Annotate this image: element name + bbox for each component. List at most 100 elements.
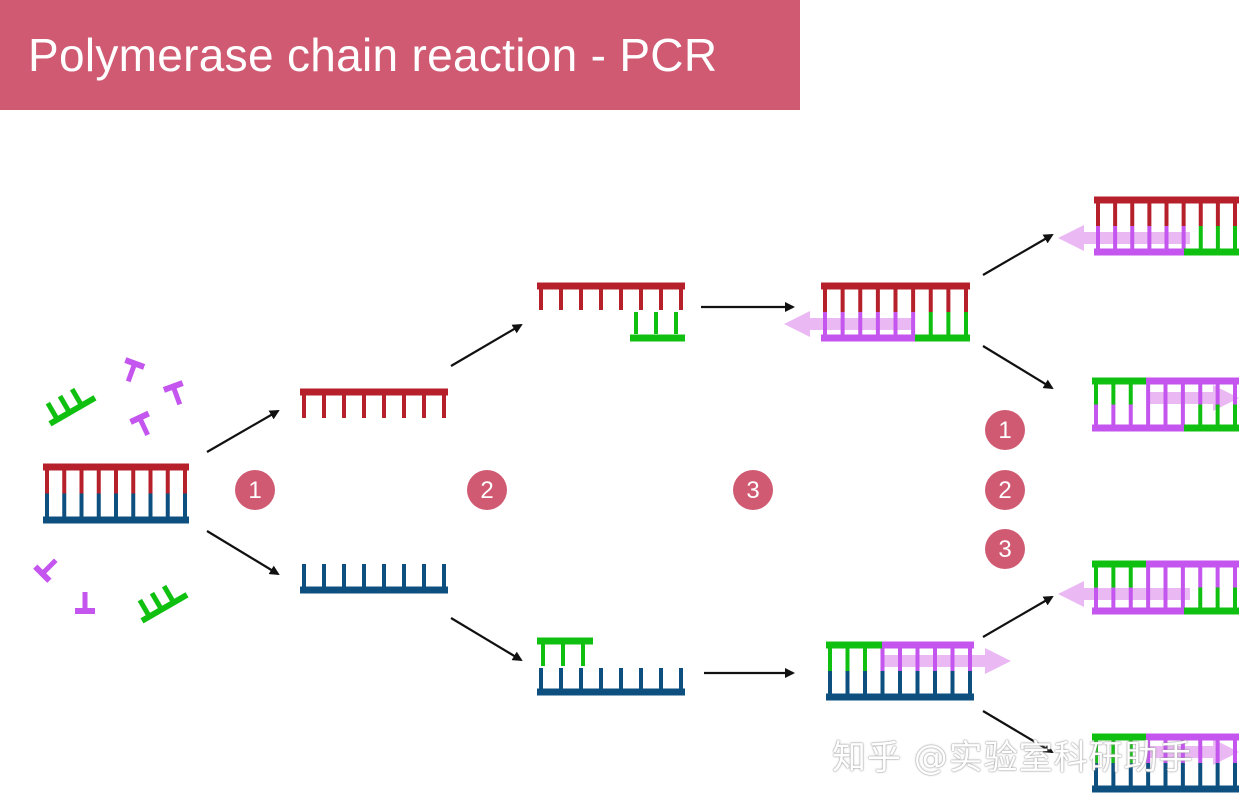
free-primer-bar bbox=[48, 395, 97, 427]
denatured-strand-top-tooth bbox=[442, 392, 446, 418]
product-dna-4-rung bbox=[1163, 763, 1168, 789]
free-primer-tooth bbox=[69, 387, 83, 406]
denatured-strand-bottom-tooth bbox=[302, 564, 306, 590]
extended-dna-top-rung bbox=[875, 286, 880, 312]
free-primer bbox=[75, 592, 95, 614]
product-dna-2-rung bbox=[1146, 381, 1151, 405]
extended-dna-top-rung bbox=[911, 286, 916, 312]
extended-dna-bottom-rung bbox=[933, 645, 937, 671]
free-primer-bar bbox=[140, 592, 189, 624]
free-primer bbox=[124, 357, 146, 383]
product-dna-3-rung bbox=[1180, 564, 1185, 588]
extended-dna-bottom-rung bbox=[863, 671, 867, 697]
annealed-strand-top-backbone bbox=[537, 282, 685, 290]
denatured-strand-top-tooth bbox=[342, 392, 346, 418]
product-dna-2-bottom-backbone bbox=[1092, 424, 1184, 432]
product-dna-1-rung bbox=[1198, 200, 1203, 226]
product-dna-4-top-backbone bbox=[1092, 733, 1146, 741]
denatured-strand-top-tooth bbox=[302, 392, 306, 418]
product-dna-4-rung bbox=[1128, 763, 1133, 789]
cycle-badge-2-circle bbox=[985, 470, 1025, 510]
free-primer-bar bbox=[162, 380, 184, 393]
product-dna-3-rung bbox=[1215, 587, 1220, 611]
extended-dna-bottom-rung bbox=[968, 671, 972, 697]
product-dna-3-rung bbox=[1215, 564, 1220, 588]
template-dna-top-backbone bbox=[43, 463, 189, 471]
product-dna-3-rung bbox=[1198, 564, 1203, 588]
product-dna-1-rung bbox=[1096, 226, 1100, 252]
extended-dna-bottom-bottom-backbone bbox=[826, 693, 974, 701]
annealed-strand-bottom-tooth bbox=[559, 668, 563, 692]
free-primer-tooth bbox=[161, 584, 175, 603]
template-dna-rung bbox=[148, 493, 153, 520]
extended-dna-top-rung bbox=[858, 286, 863, 312]
title-banner: Polymerase chain reaction - PCR bbox=[0, 0, 800, 110]
product-dna-2-rung bbox=[1128, 404, 1133, 428]
annealed-strand-bottom bbox=[537, 668, 685, 696]
template-dna-rung bbox=[114, 493, 118, 520]
reaction-arrow bbox=[982, 595, 1054, 638]
extended-dna-bottom-rung bbox=[950, 645, 955, 671]
product-dna-1-rung bbox=[1147, 226, 1152, 252]
product-dna-1-rung bbox=[1164, 226, 1169, 252]
product-dna-4-rung bbox=[1146, 763, 1151, 789]
product-dna-3-rung bbox=[1163, 564, 1168, 588]
extended-dna-bottom-rung bbox=[863, 645, 867, 671]
free-primer bbox=[45, 387, 97, 427]
free-primer bbox=[137, 584, 189, 624]
extended-dna-top-rung bbox=[964, 286, 968, 312]
product-dna-4-rung bbox=[1215, 737, 1220, 763]
free-primer-bar bbox=[129, 410, 150, 425]
extended-dna-top-rung bbox=[823, 286, 827, 312]
reaction-arrow bbox=[450, 323, 523, 367]
free-primer bbox=[162, 380, 184, 406]
page-title: Polymerase chain reaction - PCR bbox=[28, 29, 718, 81]
extended-dna-top-rung bbox=[858, 312, 863, 338]
annealed-strand-top-tooth bbox=[579, 286, 583, 310]
denatured-strand-bottom-tooth bbox=[362, 564, 366, 590]
annealed-strand-bottom-tooth bbox=[599, 668, 603, 692]
product-dna-2-rung bbox=[1111, 381, 1116, 405]
template-dna-bottom-backbone bbox=[43, 516, 189, 524]
template-dna-rung bbox=[62, 467, 67, 494]
extended-dna-top-rung bbox=[928, 286, 933, 312]
template-dna-rung bbox=[79, 493, 84, 520]
extended-dna-bottom-rung bbox=[968, 645, 972, 671]
free-primer-stem bbox=[171, 387, 183, 406]
free-primer bbox=[129, 410, 150, 437]
denatured-strand-top bbox=[300, 388, 448, 418]
reaction-arrow bbox=[206, 530, 280, 576]
template-dna-rung bbox=[45, 467, 49, 494]
annealed-primer-bottom-rung bbox=[541, 644, 545, 666]
denatured-strand-bottom-tooth bbox=[322, 564, 326, 590]
product-dna-2-rung bbox=[1094, 381, 1098, 405]
product-dna-1-rung bbox=[1181, 200, 1186, 226]
product-dna-1-rung bbox=[1181, 226, 1186, 252]
product-dna-3-rung bbox=[1094, 564, 1098, 588]
annealed-primer-top-rung bbox=[654, 312, 658, 334]
product-dna-2-rung bbox=[1198, 404, 1203, 428]
free-primer-bar bbox=[75, 608, 95, 614]
product-dna-3-rung bbox=[1111, 587, 1116, 611]
product-dna-1-rung bbox=[1233, 226, 1237, 252]
annealed-primer-bottom-rung bbox=[581, 644, 585, 666]
annealed-strand-top-tooth bbox=[619, 286, 623, 310]
product-dna-3-rung bbox=[1146, 564, 1151, 588]
product-dna-4-bottom-backbone bbox=[1092, 785, 1239, 793]
denatured-strand-bottom-backbone bbox=[300, 586, 448, 594]
product-dna-1-rung bbox=[1215, 200, 1220, 226]
product-dna-1-rung bbox=[1164, 200, 1169, 226]
annealed-strand-bottom-tooth bbox=[539, 668, 543, 692]
extended-dna-top-bottom-backbone bbox=[821, 334, 915, 342]
annealed-primer-bottom bbox=[537, 637, 593, 645]
product-dna-2 bbox=[1092, 377, 1239, 432]
annealed-strand-bottom-tooth bbox=[579, 668, 583, 692]
product-dna-4-top-backbone bbox=[1146, 733, 1239, 741]
extended-dna-top-rung bbox=[928, 312, 933, 338]
step-badge-1-circle bbox=[235, 470, 275, 510]
product-dna-4-rung bbox=[1146, 737, 1151, 763]
step-badge-3-circle bbox=[733, 470, 773, 510]
product-dna-4-rung bbox=[1163, 737, 1168, 763]
reaction-arrow bbox=[982, 345, 1054, 390]
